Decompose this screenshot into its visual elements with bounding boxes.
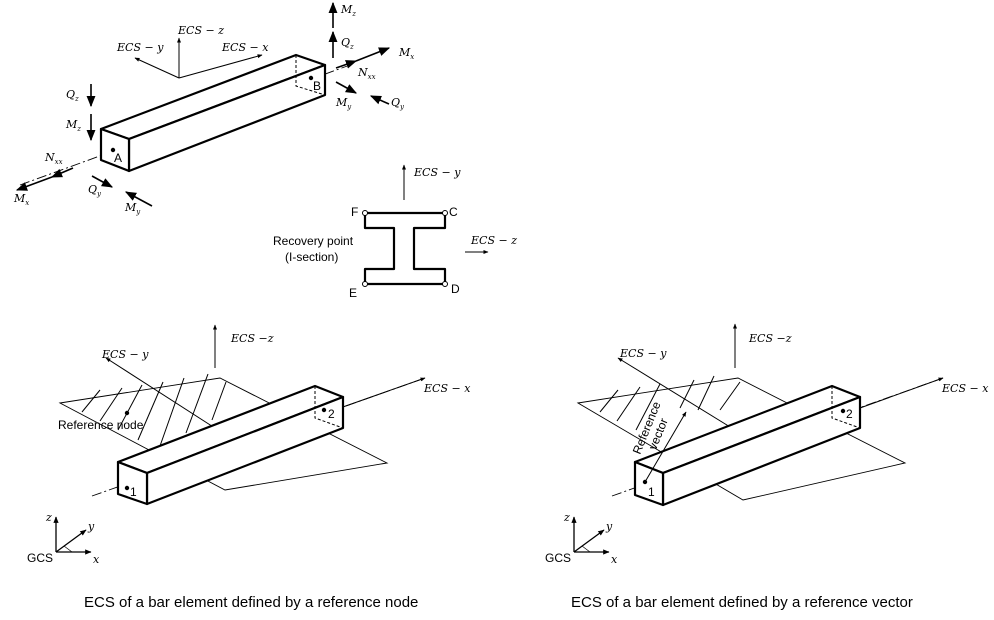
left-reference-node-dot xyxy=(124,410,130,416)
top-beam-figure: ECS − z ECS − y ECS − x A B Mz Qz Mx Nxx… xyxy=(13,1,414,216)
point-e-marker xyxy=(362,281,368,287)
a-qz-label: Qz xyxy=(66,88,79,103)
left-node1-dot xyxy=(124,485,130,491)
top-node-a-dot xyxy=(110,147,116,153)
section-ecs-y-label: ECS − y xyxy=(413,166,461,179)
top-ecs-x-arrow xyxy=(178,54,263,79)
b-qy-arrow xyxy=(369,95,390,105)
a-qy-label: Qy xyxy=(88,183,102,198)
a-my-arrow xyxy=(125,191,153,207)
point-d-label: D xyxy=(451,282,460,296)
top-ecs-z-label: ECS − z xyxy=(177,24,224,37)
top-node-a-label: A xyxy=(114,151,122,165)
left-gcs-y-label: y xyxy=(87,520,95,533)
right-gcs-x-label: x xyxy=(611,553,618,566)
top-ecs-x-label: ECS − x xyxy=(221,41,269,54)
i-section-figure: ECS − y ECS − z F C E D Recovery point (… xyxy=(273,164,517,300)
left-caption: ECS of a bar element defined by a refere… xyxy=(84,594,418,611)
top-node-b-dot xyxy=(308,75,314,81)
b-my-arrow xyxy=(335,81,357,94)
b-mx-label: Mx xyxy=(398,46,414,61)
left-ecs-x-arrow xyxy=(339,377,426,409)
right-ecs-y-arrow xyxy=(617,357,736,431)
b-mz-label: Mz xyxy=(340,3,356,18)
right-ecs-y-label: ECS − y xyxy=(619,347,667,360)
section-ecs-z-label: ECS − z xyxy=(470,234,517,247)
right-ecs-x-arrow xyxy=(859,377,944,409)
b-mx-arrow xyxy=(355,47,391,62)
point-c-marker xyxy=(442,210,448,216)
b-qz-label: Qz xyxy=(341,36,354,51)
left-ecs-y-arrow xyxy=(105,357,219,431)
a-mx-label: Mx xyxy=(13,192,29,207)
top-ecs-y-label: ECS − y xyxy=(116,41,164,54)
left-beam-hidden-edges xyxy=(314,386,344,429)
point-e-label: E xyxy=(349,286,357,300)
right-caption: ECS of a bar element defined by a refere… xyxy=(571,594,913,611)
left-ecs-x-label: ECS − x xyxy=(423,382,471,395)
b-my-label: My xyxy=(335,96,352,111)
right-plane-hatching xyxy=(599,375,741,431)
a-nxx-label: Nxx xyxy=(44,151,63,166)
right-beam-end-face xyxy=(633,460,665,507)
point-f-label: F xyxy=(351,205,358,219)
right-ecs-x-label: ECS − x xyxy=(941,382,989,395)
right-gcs-z-label: z xyxy=(563,511,570,524)
a-qy-arrow xyxy=(91,175,113,188)
right-node1-label: 1 xyxy=(648,485,655,499)
left-gcs-z-label: z xyxy=(45,511,52,524)
point-f-marker xyxy=(362,210,368,216)
reference-node-figure: ECS −z ECS − y ECS − x 1 2 Reference nod… xyxy=(27,324,471,611)
recovery-label-line1: Recovery point xyxy=(273,234,354,248)
left-beam-end-face xyxy=(116,460,149,506)
right-node2-label: 2 xyxy=(846,407,853,421)
b-qy-label: Qy xyxy=(391,96,405,111)
left-reference-node-label: Reference node xyxy=(58,418,144,432)
a-mz-label: Mz xyxy=(65,118,81,133)
left-node2-label: 2 xyxy=(328,407,335,421)
point-d-marker xyxy=(442,281,448,287)
a-nxx-arrow xyxy=(50,167,74,178)
b-nxx-arrow xyxy=(335,60,358,69)
top-ecs-y-arrow xyxy=(134,57,180,79)
a-mx-arrow xyxy=(15,176,53,191)
right-reference-vector-arrow xyxy=(644,411,687,483)
top-beam-hidden-edges xyxy=(295,55,326,96)
right-beam-hidden-edges xyxy=(831,386,861,429)
top-node-b-label: B xyxy=(313,79,321,93)
reference-vector-figure: ECS −z ECS − y ECS − x 1 2 Reference vec… xyxy=(545,323,989,611)
right-gcs-label: GCS xyxy=(545,551,571,565)
left-gcs-x-label: x xyxy=(93,553,100,566)
right-node2-dot xyxy=(840,408,846,414)
b-nxx-label: Nxx xyxy=(357,66,376,81)
left-node1-label: 1 xyxy=(130,485,137,499)
right-gcs-y-label: y xyxy=(605,520,613,533)
i-section-shape xyxy=(363,211,447,286)
a-my-label: My xyxy=(124,201,141,216)
point-c-label: C xyxy=(449,205,458,219)
left-gcs-triad xyxy=(53,516,92,555)
left-node2-dot xyxy=(321,407,327,413)
left-ecs-y-label: ECS − y xyxy=(101,348,149,361)
left-ecs-z-label: ECS −z xyxy=(230,332,274,345)
right-gcs-triad xyxy=(571,516,610,555)
left-gcs-label: GCS xyxy=(27,551,53,565)
recovery-label-line2: (I-section) xyxy=(285,250,338,264)
right-ecs-z-label: ECS −z xyxy=(748,332,792,345)
